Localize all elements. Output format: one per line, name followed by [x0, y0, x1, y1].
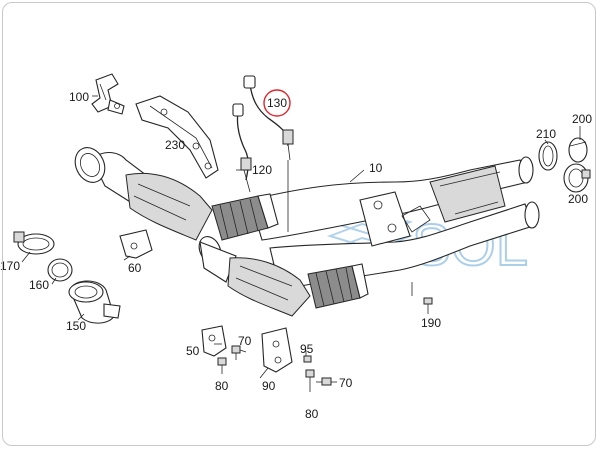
oxygen-sensor-130	[243, 75, 294, 232]
bolt-190	[411, 282, 433, 314]
clamp-200-upper	[568, 137, 588, 163]
callout-10: 10	[369, 161, 383, 175]
leader-lines	[21, 95, 581, 383]
callout-120: 120	[252, 163, 272, 177]
oxygen-sensor-120	[232, 103, 252, 193]
callout-190: 190	[421, 316, 441, 330]
bolt-95	[303, 355, 312, 363]
bracket-90	[261, 327, 293, 373]
callout-150: 150	[66, 319, 86, 333]
bolt-70-left	[231, 345, 241, 360]
lower-catalytic-converter	[198, 236, 369, 317]
callout-200-lower: 200	[568, 192, 588, 206]
gasket-160	[47, 258, 73, 282]
bolt-80-left	[217, 357, 227, 374]
clamp-200-lower	[563, 163, 591, 193]
callout-130: 130	[267, 96, 287, 110]
bolt-70-right	[316, 377, 332, 386]
callout-200-upper: 200	[572, 112, 592, 126]
callout-210: 210	[536, 127, 556, 141]
flange-pipe-150	[68, 280, 121, 324]
callout-170: 170	[0, 259, 20, 273]
callout-100: 100	[69, 90, 89, 104]
callout-160: 160	[29, 278, 49, 292]
highlight-circle-130	[263, 89, 291, 117]
bracket-50	[201, 325, 227, 357]
callout-70-left: 70	[238, 334, 252, 348]
callout-70-right: 70	[339, 376, 353, 390]
ring-210	[538, 141, 558, 171]
callout-90: 90	[262, 379, 276, 393]
callout-95: 95	[300, 342, 314, 356]
bolt-80-right	[305, 369, 315, 392]
upper-catalytic-converter	[74, 147, 279, 241]
callout-60: 60	[128, 261, 142, 275]
callout-230: 230	[165, 138, 185, 152]
bracket-100	[91, 73, 125, 115]
callout-80-right: 80	[305, 407, 319, 421]
callout-80-left: 80	[215, 379, 229, 393]
callout-50: 50	[186, 344, 200, 358]
clamp-170	[13, 231, 55, 255]
bracket-60	[119, 229, 153, 259]
